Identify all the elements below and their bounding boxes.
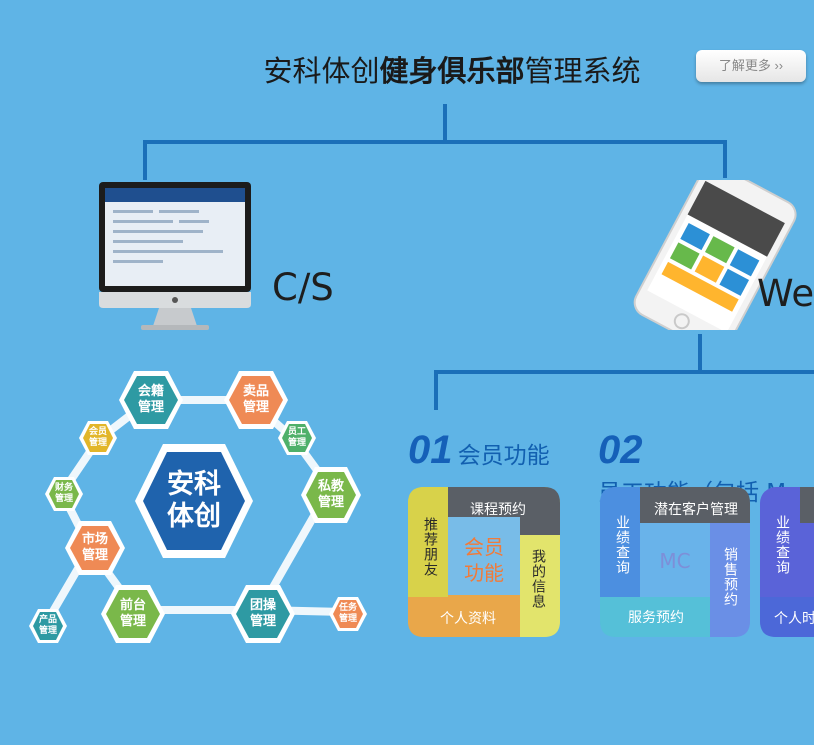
hex-sales[interactable]: 卖品 管理 [223, 370, 289, 430]
web-label: We [757, 272, 814, 315]
hex-group[interactable]: 团操 管理 [230, 584, 296, 644]
member-card-bottom[interactable]: 个人资料 [440, 611, 496, 627]
member-function-card: 课程预约 推荐朋友 我的信息 个人资料 会员 功能 [408, 487, 560, 637]
learn-more-button[interactable]: 了解更多 ›› [696, 50, 806, 82]
member-card-left[interactable]: 推荐朋友 [422, 517, 438, 577]
hex-product[interactable]: 产品 管理 [28, 608, 68, 644]
hex-center: 安科 体创 [133, 440, 255, 562]
staff-card-left[interactable]: 业绩查询 [614, 515, 630, 575]
page-title: 安科体创健身俱乐部管理系统 [263, 54, 641, 88]
staff-card-right[interactable]: 销售预约 [722, 547, 738, 607]
member-card-top[interactable]: 课程预约 [470, 502, 526, 518]
smartphone-image [633, 180, 797, 330]
staff-card-top[interactable]: 潜在客户管理 [654, 502, 738, 518]
hex-front[interactable]: 前台 管理 [100, 584, 166, 644]
hex-private[interactable]: 私教 管理 [300, 466, 362, 524]
desktop-monitor-image [99, 182, 251, 330]
cs-label: C/S [272, 266, 334, 309]
hex-member[interactable]: 会员 管理 [78, 420, 118, 456]
section-member-header: 01 会员功能 [408, 428, 550, 472]
hex-finance[interactable]: 财务 管理 [44, 476, 84, 512]
hex-staff[interactable]: 员工 管理 [277, 420, 317, 456]
hex-membership[interactable]: 会籍 管理 [118, 370, 184, 430]
member-card-center: 会员 功能 [464, 535, 504, 585]
hex-task[interactable]: 任务 管理 [328, 596, 368, 632]
member-card-right[interactable]: 我的信息 [530, 549, 546, 609]
staff-card-center: MC [659, 549, 691, 573]
staff-function-card: 潜在客户管理 业绩查询 销售预约 服务预约 MC [600, 487, 750, 637]
staff-card-bottom[interactable]: 服务预约 [628, 610, 684, 626]
third-card-left[interactable]: 业绩查询 [774, 515, 790, 575]
hex-market[interactable]: 市场 管理 [64, 520, 126, 576]
third-card-bottom[interactable]: 个人时 [774, 611, 814, 627]
third-function-card: 业绩查询 个人时 [760, 487, 814, 637]
